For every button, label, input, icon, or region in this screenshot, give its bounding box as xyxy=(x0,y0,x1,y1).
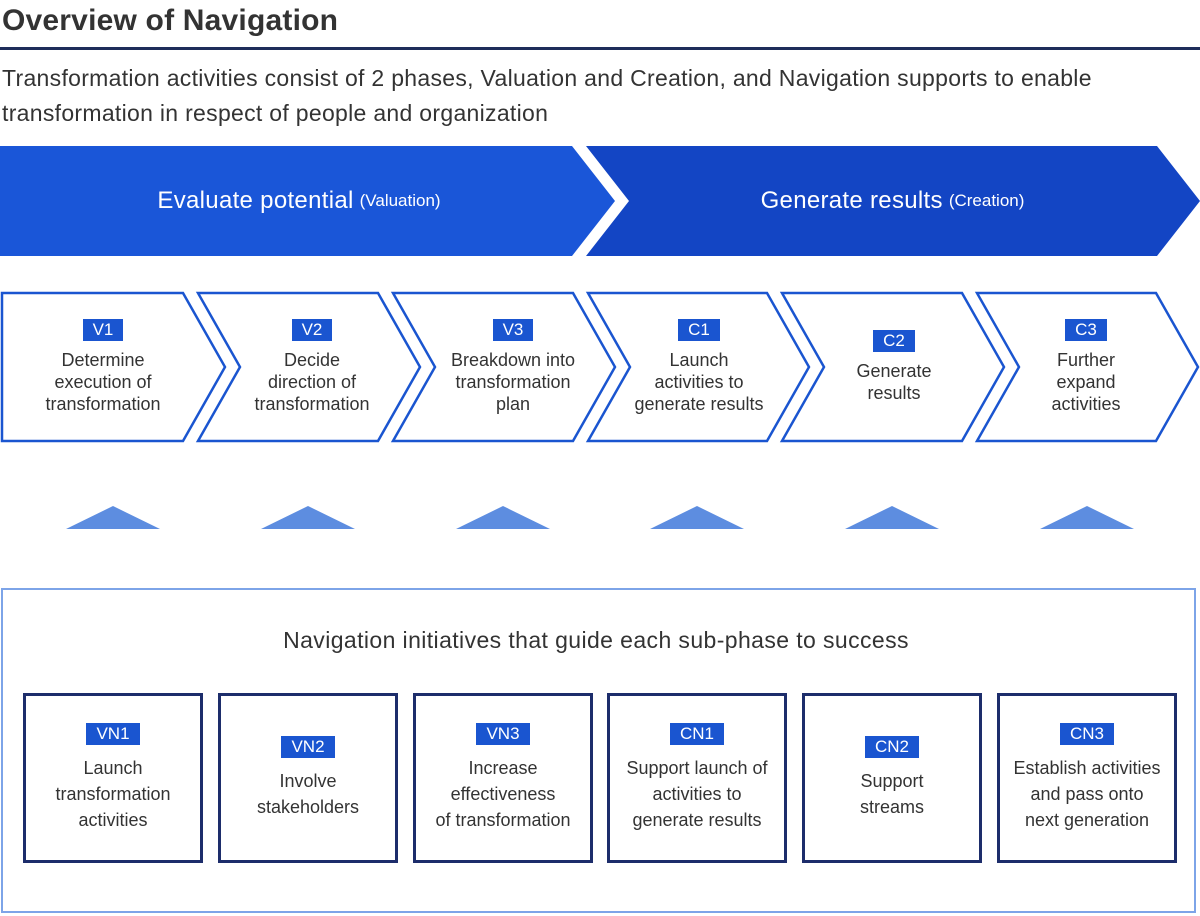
title-divider xyxy=(0,47,1200,50)
step-v3-chevron xyxy=(390,291,617,443)
nav-card-cn1: CN1 Support launch of activities to gene… xyxy=(607,693,787,863)
step-v1: V1 Determine execution of transformation xyxy=(8,292,198,442)
nav-label: Increase effectiveness of transformation xyxy=(435,758,571,830)
step-code-badge: V2 xyxy=(291,319,333,341)
navigation-heading: Navigation initiatives that guide each s… xyxy=(283,627,909,653)
triangle-up-icon xyxy=(1040,506,1134,529)
navigation-panel xyxy=(1,588,1196,913)
nav-label: Launch transformation activities xyxy=(55,758,171,830)
triangle-up-icon xyxy=(650,506,744,529)
step-c3-chevron xyxy=(974,291,1200,443)
step-label: Decide direction of transformation xyxy=(254,350,370,414)
step-v3: V3 Breakdown into transformation plan xyxy=(423,292,603,442)
step-c2: C2 Generate results xyxy=(804,292,984,442)
nav-label: Involve stakeholders xyxy=(256,771,360,817)
nav-code-badge: CN3 xyxy=(1059,723,1114,745)
nav-code-badge: CN2 xyxy=(864,736,919,758)
step-c1-chevron xyxy=(585,291,811,443)
phase-banners xyxy=(0,146,1200,256)
step-v1-chevron xyxy=(0,291,227,443)
step-c2-chevron xyxy=(779,291,1006,443)
valuation-banner xyxy=(0,146,615,256)
nav-code-badge: VN1 xyxy=(86,723,140,745)
step-label: Launch activities to generate results xyxy=(634,350,764,414)
nav-card-cn2: CN2 Support streams xyxy=(802,693,982,863)
step-code-badge: V1 xyxy=(82,319,124,341)
step-c3: C3 Further expand activities xyxy=(996,292,1176,442)
nav-card-vn2: VN2 Involve stakeholders xyxy=(218,693,398,863)
step-label: Determine execution of transformation xyxy=(45,350,161,414)
triangle-up-icon xyxy=(261,506,355,529)
nav-code-badge: VN3 xyxy=(476,723,530,745)
nav-code-badge: VN2 xyxy=(281,736,335,758)
step-code-badge: C1 xyxy=(678,319,720,341)
step-code-badge: C3 xyxy=(1065,319,1107,341)
step-c1: C1 Launch activities to generate results xyxy=(609,292,789,442)
creation-banner xyxy=(586,146,1200,256)
step-label: Breakdown into transformation plan xyxy=(450,350,576,414)
phase-valuation-label: Evaluate potential xyxy=(157,187,354,214)
step-label: Further expand activities xyxy=(1051,350,1121,414)
nav-card-cn3: CN3 Establish activities and pass onto n… xyxy=(997,693,1177,863)
phase-valuation: Evaluate potential (Valuation) xyxy=(0,146,598,256)
triangle-up-icon xyxy=(456,506,550,529)
nav-card-vn1: VN1 Launch transformation activities xyxy=(23,693,203,863)
phase-creation: Generate results (Creation) xyxy=(600,146,1185,256)
nav-label: Establish activities and pass onto next … xyxy=(1013,758,1161,830)
phase-creation-sub: (Creation) xyxy=(948,191,1025,210)
triangle-up-icon xyxy=(845,506,939,529)
nav-label: Support launch of activities to generate… xyxy=(626,758,768,830)
nav-label: Support streams xyxy=(859,771,924,817)
step-code-badge: V3 xyxy=(492,319,534,341)
step-v2-chevron xyxy=(195,291,422,443)
step-chevrons xyxy=(0,291,1200,443)
triangle-up-icon xyxy=(66,506,160,529)
step-label: Generate results xyxy=(856,361,932,403)
step-code-badge: C2 xyxy=(873,330,915,352)
nav-code-badge: CN1 xyxy=(669,723,724,745)
intro-text: Transformation activities consist of 2 p… xyxy=(2,65,1092,126)
phase-creation-label: Generate results xyxy=(760,187,943,214)
nav-card-vn3: VN3 Increase effectiveness of transforma… xyxy=(413,693,593,863)
page-title: Overview of Navigation xyxy=(2,4,339,37)
phase-valuation-sub: (Valuation) xyxy=(359,191,441,210)
support-arrows xyxy=(66,506,1134,529)
step-v2: V2 Decide direction of transformation xyxy=(222,292,402,442)
